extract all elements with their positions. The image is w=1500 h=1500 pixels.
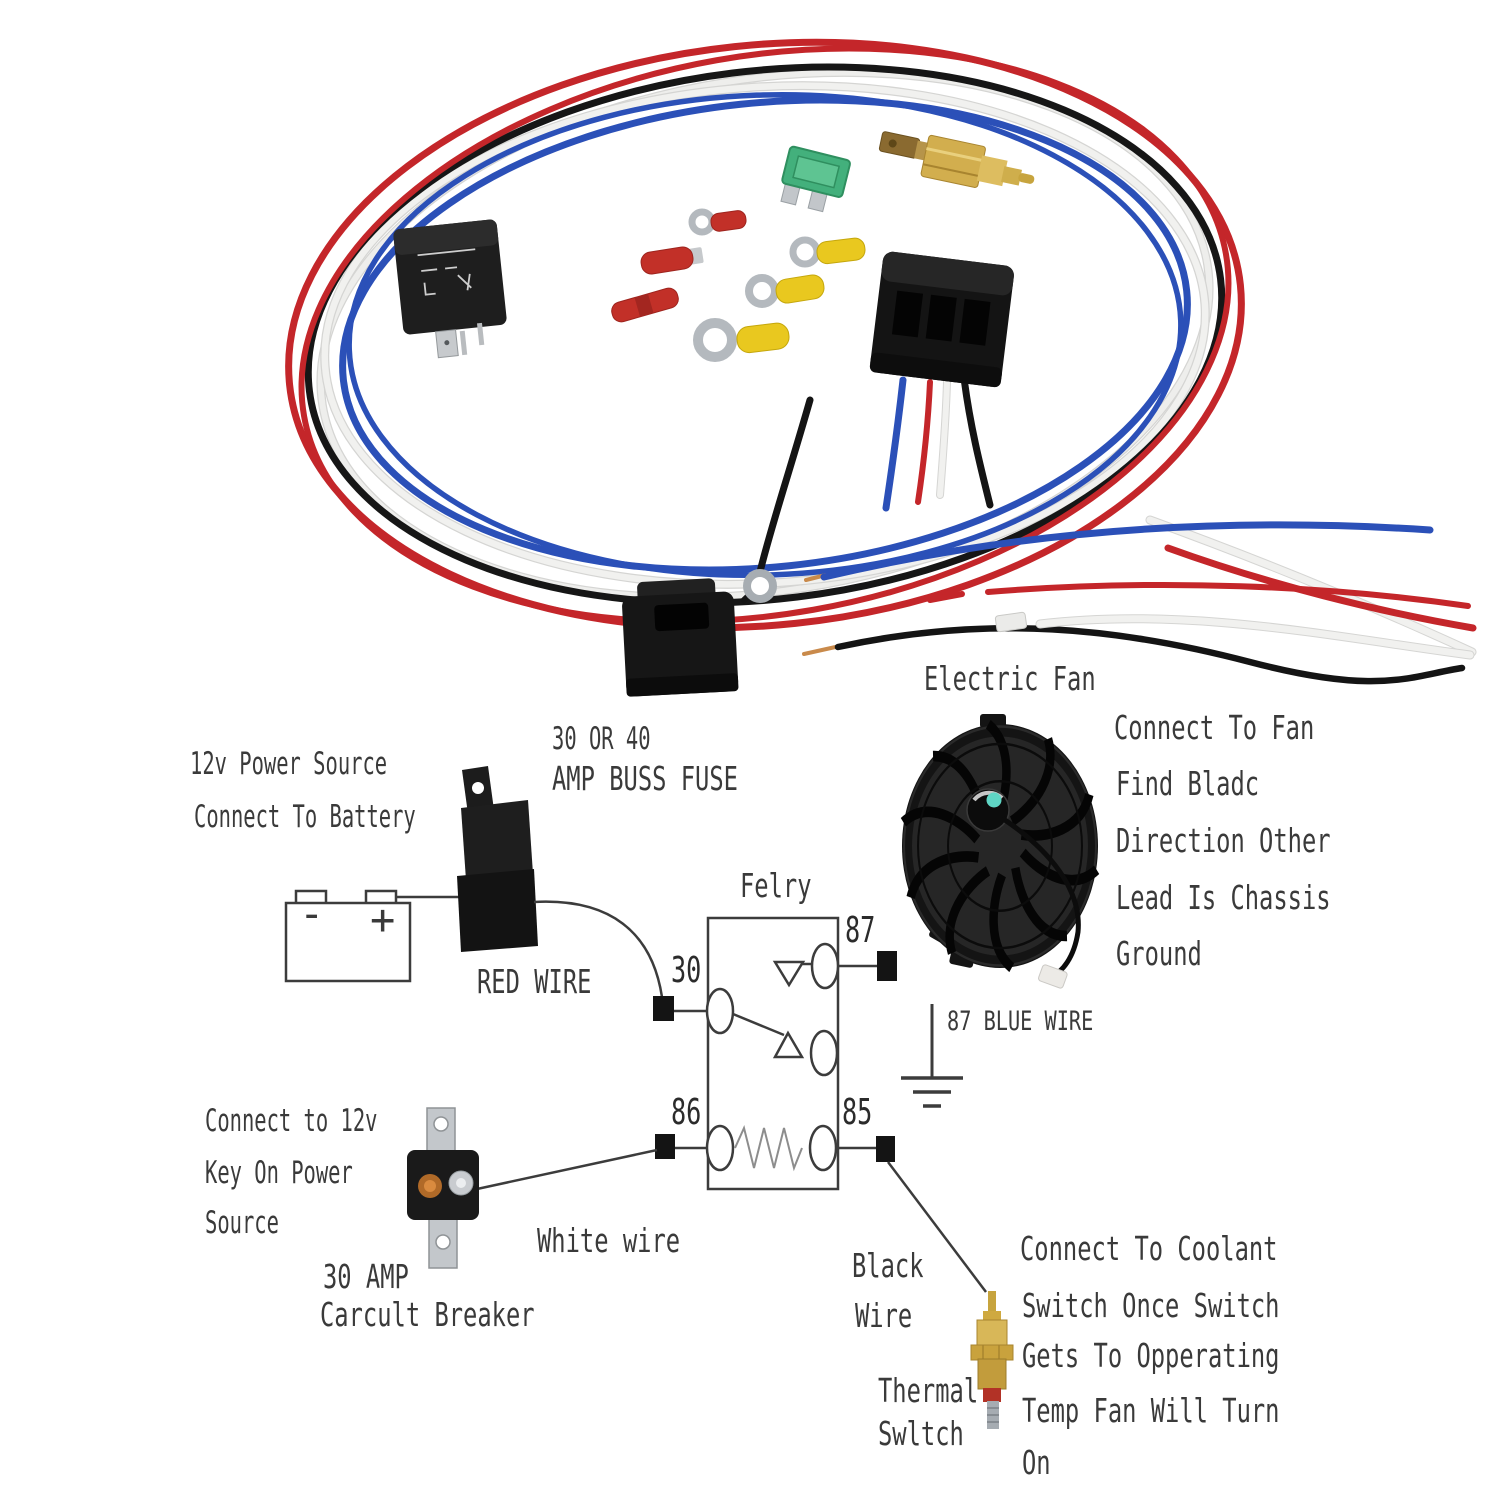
butt-connector — [611, 287, 679, 323]
fan-note-2: Direction Other — [1116, 821, 1331, 860]
fan-cord — [1000, 815, 1081, 979]
ring-terminal-yellow-2 — [745, 274, 779, 308]
terminal-85 — [876, 1136, 895, 1162]
harness-photo — [285, 38, 1477, 697]
fan-connector — [1038, 964, 1068, 989]
ground-symbol — [901, 1004, 963, 1108]
fan-note-3: Lead Is Chassis — [1116, 878, 1331, 917]
fuse-holder-photo — [622, 569, 777, 697]
ring-terminal-yellow-large — [693, 318, 737, 362]
wire-loop — [285, 38, 1245, 632]
relay-schematic — [653, 916, 897, 1191]
label-power-source-2: Connect To Battery — [194, 799, 416, 835]
label-key-power-2: Key On Power — [205, 1155, 353, 1191]
label-buss-fuse-1: 30 OR 40 — [552, 721, 651, 757]
fan-note-4: Ground — [1116, 934, 1202, 973]
fan-note-1: Find Bladc — [1116, 764, 1260, 803]
label-black-wire-2: Wire — [855, 1296, 913, 1335]
battery-minus: - — [299, 889, 325, 938]
thermal-switch-photo — [878, 131, 1035, 188]
black-wire-line — [887, 1161, 987, 1293]
fan-blades — [900, 719, 1100, 973]
wire-tails — [756, 396, 1477, 685]
coolant-note-0: Connect To Coolant — [1020, 1229, 1278, 1268]
ring-terminal-gray — [743, 569, 777, 603]
pin-86-contact — [705, 1124, 735, 1172]
pin-label-87: 87 — [845, 910, 876, 951]
label-power-source-1: 12v Power Source — [190, 746, 388, 782]
pin-30-contact — [705, 987, 735, 1035]
label-key-power-1: Connect to 12v — [205, 1103, 378, 1139]
label-relay-title: Felry — [740, 866, 812, 905]
label-buss-fuse-2: AMP BUSS FUSE — [552, 759, 738, 798]
coolant-note-4: On — [1022, 1443, 1051, 1482]
contact-triangle-up — [772, 1030, 805, 1059]
pin-label-86: 86 — [671, 1092, 702, 1133]
pin-label-85: 85 — [842, 1092, 873, 1133]
label-red-wire: RED WIRE — [477, 962, 592, 1001]
ring-terminal-red — [688, 208, 716, 236]
label-white-wire: White wire — [537, 1221, 681, 1260]
pin-87-contact — [810, 942, 840, 990]
terminal-86 — [655, 1134, 675, 1159]
label-electric-fan: Electric Fan — [924, 659, 1096, 698]
terminal-30 — [653, 996, 674, 1021]
pin-87a-contact — [809, 1029, 839, 1077]
coolant-note-3: Temp Fan Will Turn — [1022, 1391, 1280, 1430]
label-breaker-2: Carcult Breaker — [320, 1295, 535, 1334]
white-wire-line — [476, 1148, 658, 1191]
label-key-power-3: Source — [205, 1205, 279, 1241]
wiring-schematic — [284, 714, 1100, 1429]
terminal-87 — [877, 951, 897, 981]
red-wire-line — [533, 900, 664, 998]
electric-fan — [900, 714, 1100, 989]
thermal-switch-icon — [970, 1291, 1014, 1429]
fan-hub — [966, 788, 1010, 832]
relay-socket — [869, 251, 1014, 512]
fan-note-0: Connect To Fan — [1114, 708, 1315, 747]
fuse-holder-icon — [457, 766, 538, 952]
label-blue-wire: 87 BLUE WIRE — [947, 1006, 1094, 1037]
relay-print — [417, 248, 476, 296]
label-black-wire-1: Black — [852, 1246, 924, 1285]
circuit-breaker-icon — [407, 1107, 479, 1269]
switch-arm — [732, 1012, 785, 1037]
blade-fuse — [780, 145, 851, 213]
relay-coil — [734, 1124, 803, 1172]
battery-plus: + — [370, 895, 396, 944]
fan-hub-dot — [986, 792, 1002, 808]
coolant-note-1: Switch Once Switch — [1022, 1286, 1280, 1325]
coolant-note-2: Gets To Opperating — [1022, 1336, 1280, 1375]
label-thermal-1: Thermal — [878, 1371, 979, 1410]
crimp-terminals — [611, 208, 866, 362]
label-breaker-1: 30 AMP — [323, 1257, 409, 1296]
pin-85-contact — [808, 1124, 838, 1172]
contact-triangle-down — [772, 960, 806, 988]
ring-terminal-yellow-1 — [789, 236, 821, 268]
battery-symbol — [284, 889, 412, 983]
relay-photo — [393, 219, 507, 359]
spade-terminal — [640, 246, 704, 275]
pin-label-30: 30 — [671, 950, 702, 991]
label-thermal-2: Swltch — [878, 1414, 964, 1453]
